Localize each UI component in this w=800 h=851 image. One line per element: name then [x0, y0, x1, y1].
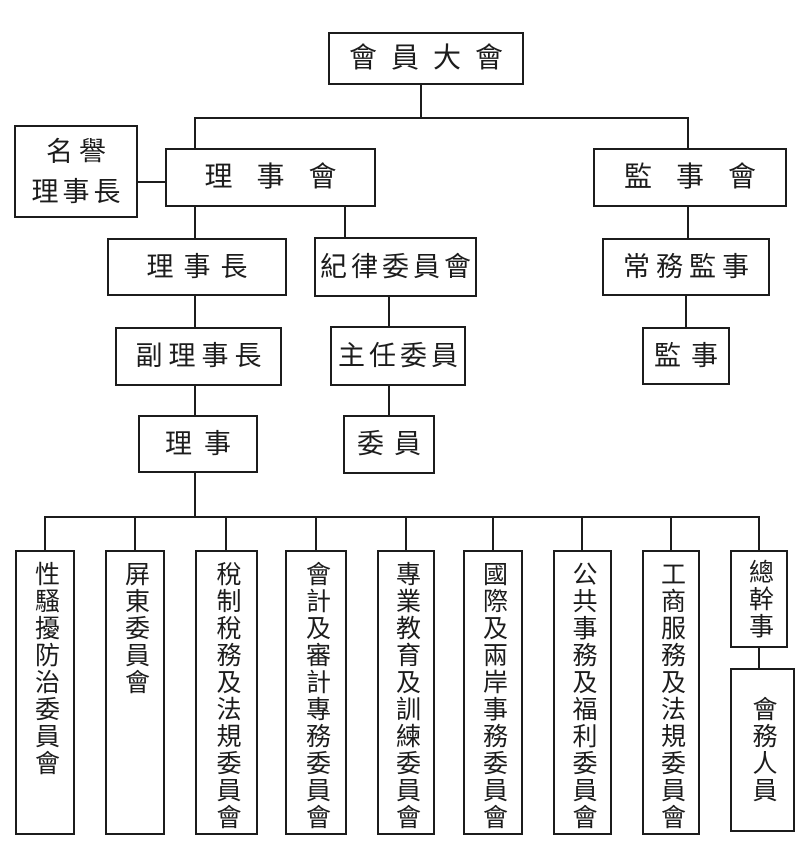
- connector-bus-to-committee-2: [134, 516, 136, 550]
- honorary-chairman-label-line2: 理事長: [31, 176, 125, 207]
- connector-board-to-discipline: [344, 206, 346, 238]
- committee-label: 性騷擾防治委員會: [31, 561, 59, 777]
- committee-label: 工商服務及法規委員會: [657, 561, 685, 831]
- connector-bus-to-committee-3: [225, 516, 227, 550]
- connector-bus-to-committee-6: [492, 516, 494, 550]
- chairman-label: 理事長: [146, 251, 258, 282]
- committee-label: 會計及審計專務委員會: [302, 561, 330, 831]
- box-board-of-supervisors: 監事會: [593, 148, 787, 207]
- connector-discipline-to-chief: [388, 296, 390, 327]
- supervisor-label: 監事: [654, 340, 728, 371]
- board-of-supervisors-label: 監事會: [623, 161, 780, 193]
- box-vice-chairman: 副理事長: [115, 327, 282, 386]
- connector-bus-to-secretary: [758, 516, 760, 550]
- committee-label: 專業教育及訓練委員會: [392, 561, 420, 831]
- connector-top-bus: [194, 117, 689, 119]
- committee-label: 屏東委員會: [121, 561, 149, 696]
- connector-bus-to-board: [194, 117, 196, 149]
- box-board-of-directors: 理事會: [165, 148, 376, 207]
- connector-bus-to-supervisory: [687, 117, 689, 149]
- vice-chairman-label: 副理事長: [135, 341, 268, 372]
- secretary-general-label: 總幹事: [745, 558, 773, 640]
- committee-label: 稅制稅務及法規委員會: [213, 561, 240, 831]
- box-committee-tax-system-and-regulations: 稅制稅務及法規委員會: [195, 550, 258, 835]
- box-director: 理事: [138, 415, 258, 473]
- box-honorary-chairman: 名譽 理事長: [14, 125, 138, 218]
- connector-vice-to-director: [194, 385, 196, 416]
- connector-bottom-bus: [44, 516, 760, 518]
- connector-chief-to-commissioner: [388, 385, 390, 416]
- box-committee-pingtung: 屏東委員會: [105, 550, 165, 835]
- board-of-directors-label: 理事會: [204, 161, 361, 193]
- connector-root-to-bus: [420, 84, 422, 118]
- member-assembly-label: 會員大會: [348, 42, 517, 74]
- connector-bus-to-committee-1: [44, 516, 46, 550]
- connector-standing-to-supervisor: [685, 295, 687, 328]
- connector-board-to-chairman: [194, 206, 196, 239]
- discipline-committee-label: 紀律委員會: [320, 251, 475, 282]
- honorary-chairman-label-line1: 名譽: [46, 136, 112, 167]
- box-committee-sexual-harassment-prevention: 性騷擾防治委員會: [15, 550, 75, 835]
- box-committee-commerce-services-regulations: 工商服務及法規委員會: [642, 550, 700, 835]
- box-commissioner: 委員: [343, 415, 435, 474]
- connector-honorary-to-board: [138, 181, 166, 183]
- box-chairman: 理事長: [107, 238, 287, 296]
- connector-bus-to-committee-7: [581, 516, 583, 550]
- box-standing-supervisor: 常務監事: [602, 238, 770, 296]
- connector-supervisory-to-standing: [687, 206, 689, 239]
- box-supervisor: 監事: [642, 327, 730, 385]
- committee-label: 公共事務及福利委員會: [569, 561, 596, 831]
- director-label: 理事: [165, 428, 243, 459]
- box-chief-commissioner: 主任委員: [330, 326, 466, 386]
- association-staff-label: 會務人員: [749, 696, 776, 804]
- box-committee-accounting-and-audit: 會計及審計專務委員會: [285, 550, 347, 835]
- box-discipline-committee: 紀律委員會: [314, 237, 477, 297]
- standing-supervisor-label: 常務監事: [623, 251, 755, 282]
- chief-commissioner-label: 主任委員: [338, 340, 462, 371]
- connector-chairman-to-vice: [194, 295, 196, 328]
- box-secretary-general: 總幹事: [730, 550, 788, 648]
- box-committee-professional-education-training: 專業教育及訓練委員會: [377, 550, 435, 835]
- connector-bus-to-committee-5: [405, 516, 407, 550]
- box-committee-public-affairs-welfare: 公共事務及福利委員會: [553, 550, 612, 835]
- box-member-assembly: 會員大會: [328, 32, 524, 85]
- connector-bus-to-committee-8: [670, 516, 672, 550]
- box-committee-international-cross-strait: 國際及兩岸事務委員會: [463, 550, 523, 835]
- connector-secretary-to-staff: [758, 647, 760, 669]
- connector-director-to-bus: [194, 472, 196, 518]
- connector-bus-to-committee-4: [315, 516, 317, 550]
- committee-label: 國際及兩岸事務委員會: [479, 561, 507, 831]
- box-association-staff: 會務人員: [730, 668, 795, 832]
- commissioner-label: 委員: [357, 429, 431, 460]
